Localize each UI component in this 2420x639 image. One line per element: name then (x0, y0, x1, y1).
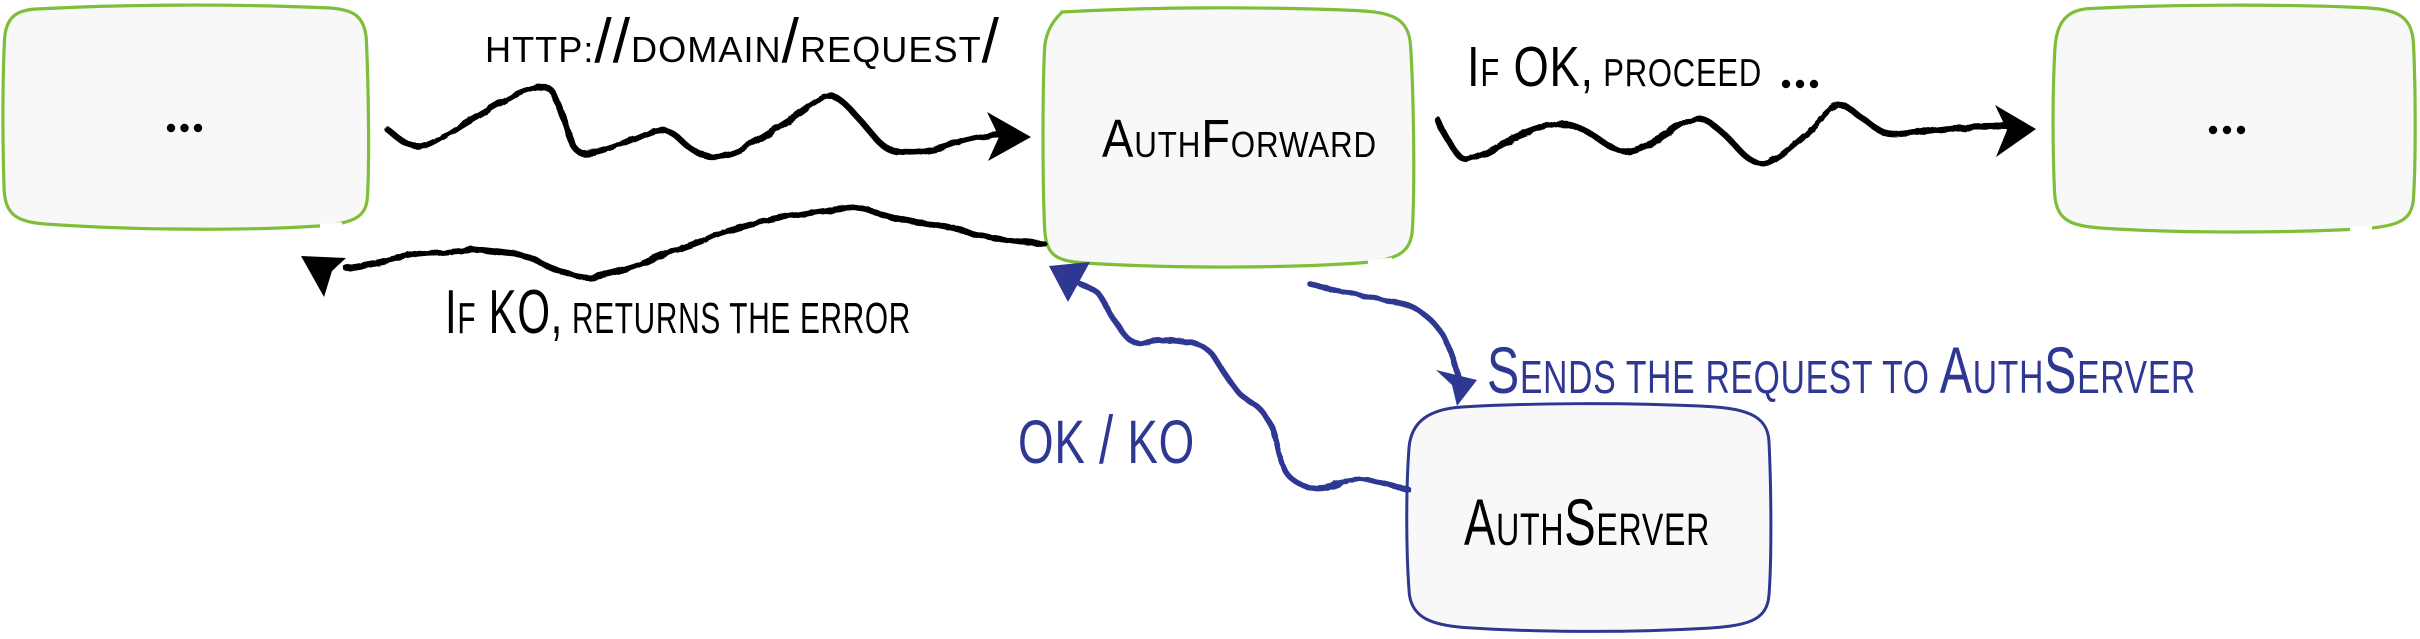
svg-text:IF KO, RETURNS THE ERROR: IF KO, RETURNS THE ERROR (445, 278, 911, 347)
svg-text:SENDS THE REQUEST TO AUTHSERVE: SENDS THE REQUEST TO AUTHSERVER (1487, 335, 2196, 408)
svg-text:IF OK, PROCEED: IF OK, PROCEED (1467, 34, 1762, 98)
svg-text:OK / KO: OK / KO (1018, 402, 1195, 478)
svg-text:HTTP://DOMAIN/REQUEST/: HTTP://DOMAIN/REQUEST/ (485, 7, 1000, 76)
